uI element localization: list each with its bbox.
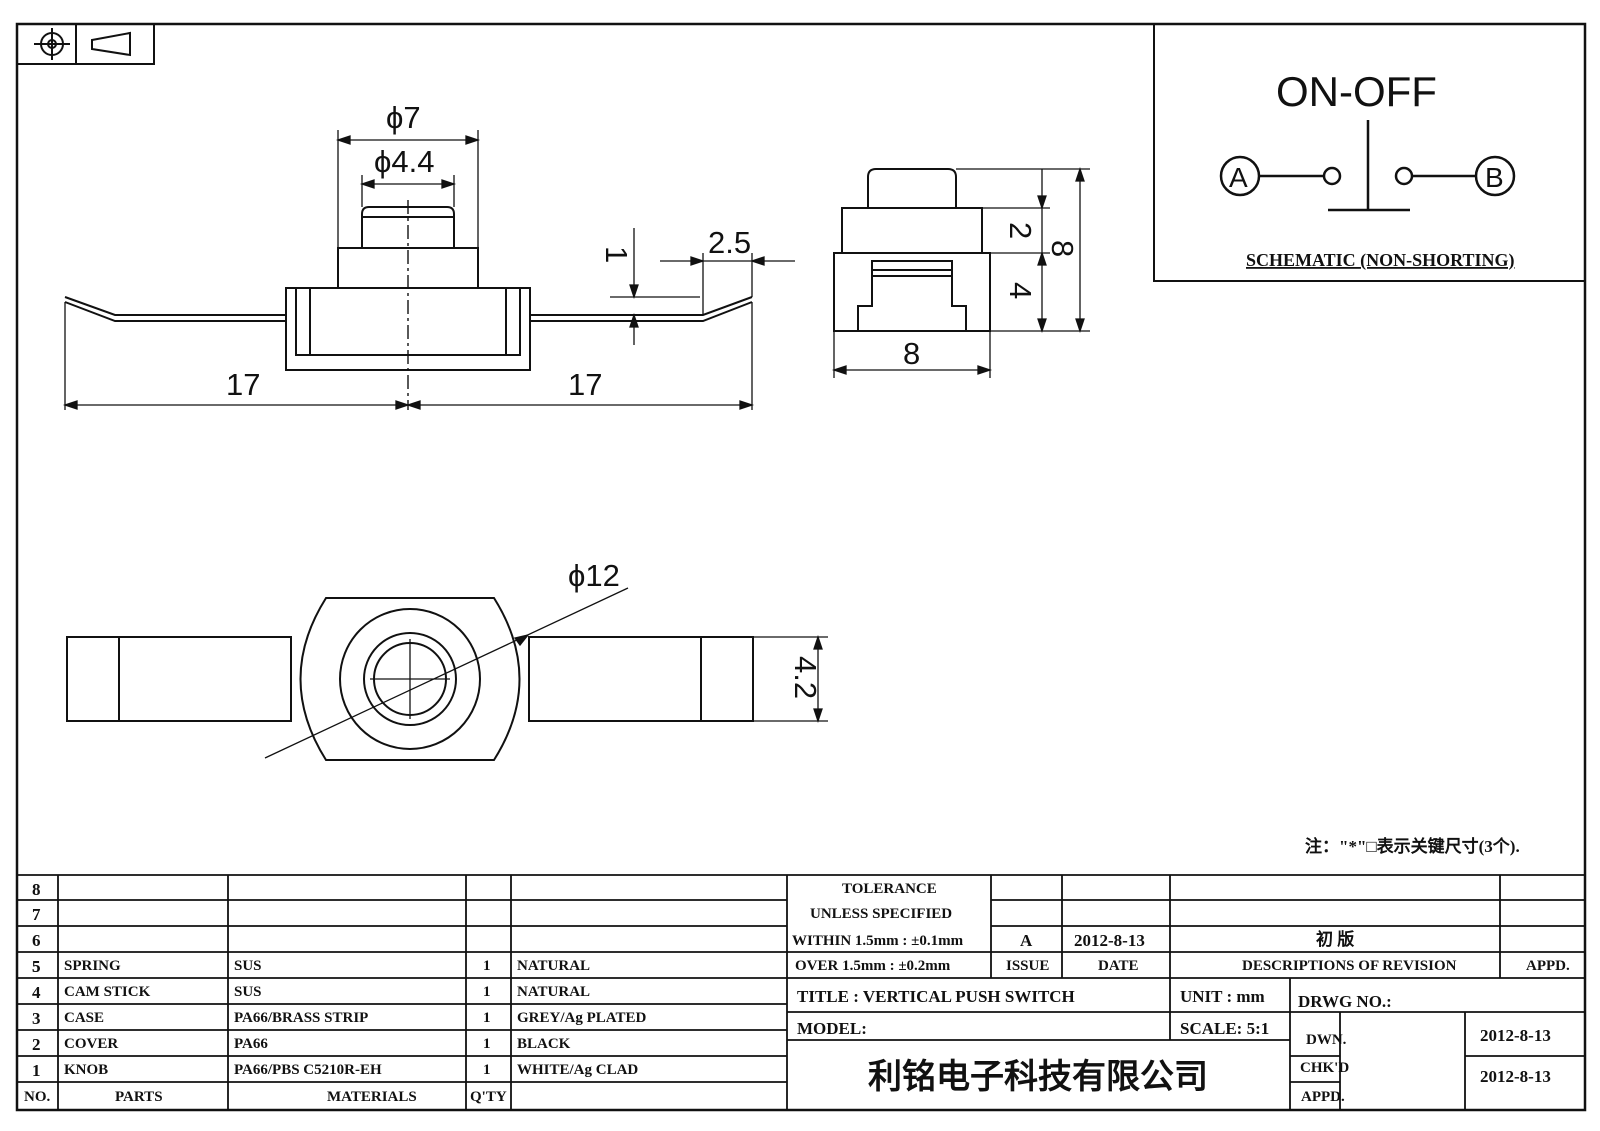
revision-issue: A: [1020, 931, 1033, 950]
bom-material: PA66/PBS C5210R-EH: [234, 1062, 382, 1078]
revision-date: 2012-8-13: [1074, 931, 1145, 950]
side-dimensions: [831, 166, 1090, 378]
bom-material: SUS: [234, 958, 262, 974]
approved-label: APPD.: [1301, 1089, 1345, 1105]
bom-qty: 1: [483, 984, 491, 1000]
side-view: [833, 168, 991, 332]
drawn-date: 2012-8-13: [1480, 1026, 1551, 1045]
checked-label: CHK'D: [1300, 1060, 1349, 1076]
bom-no: 8: [32, 880, 41, 899]
table-row: 1 KNOB PA66/PBS C5210R-EH 1 WHITE/Ag CLA…: [32, 1061, 638, 1080]
header-date: DATE: [1098, 958, 1139, 974]
bom-qty: 1: [483, 1010, 491, 1026]
front-dim-left-span: 17: [226, 367, 260, 402]
bom-no: 6: [32, 931, 41, 950]
drawn-label: DWN.: [1306, 1032, 1347, 1048]
bom-material: SUS: [234, 984, 262, 1000]
unit-label: UNIT : mm: [1180, 987, 1265, 1006]
bom-no: 4: [32, 983, 41, 1002]
side-dim-height: 8: [1045, 240, 1080, 257]
schematic-terminal-a: A: [1229, 162, 1248, 193]
bom-finish: NATURAL: [517, 958, 590, 974]
header-appd: APPD.: [1526, 958, 1570, 974]
bom-table: 8 7 6 5 5 SPRING SUS 1 NATURAL 4 CAM STI…: [24, 880, 646, 1105]
bom-header-row: NO. PARTS MATERIALS Q'TY: [24, 1089, 507, 1105]
bom-part: CAM STICK: [64, 984, 151, 1000]
bom-part: KNOB: [64, 1062, 108, 1078]
front-view: [64, 200, 753, 410]
schematic-terminal-b: B: [1485, 162, 1504, 193]
header-issue: ISSUE: [1006, 958, 1049, 974]
sheet-border: [15, 22, 1587, 1112]
revision-description: 初 版: [1316, 929, 1354, 949]
checked-date: 2012-8-13: [1480, 1067, 1551, 1086]
bom-no: 1: [32, 1061, 41, 1080]
bom-finish: GREY/Ag PLATED: [517, 1010, 646, 1026]
bom-qty: 1: [483, 958, 491, 974]
table-row: 5 SPRING SUS 1 NATURAL: [32, 957, 590, 976]
bom-finish: WHITE/Ag CLAD: [517, 1062, 638, 1078]
title-block-grid: [787, 875, 1585, 1110]
tolerance-line-1: TOLERANCE: [842, 881, 937, 897]
switch-symbol-icon: [1219, 120, 1516, 212]
bom-header-parts: PARTS: [115, 1089, 163, 1105]
top-dimensions: [264, 587, 828, 759]
header-description: DESCRIPTIONS OF REVISION: [1242, 958, 1457, 974]
drawing-number-label: DRWG NO.:: [1298, 992, 1392, 1011]
bom-header-no: NO.: [24, 1089, 51, 1105]
front-dim-inner-dia: ϕ4.4: [374, 144, 434, 179]
bom-no: 5: [32, 957, 41, 976]
table-row: 2 COVER PA66 1 BLACK: [32, 1035, 571, 1054]
bom-material: PA66/BRASS STRIP: [234, 1010, 368, 1026]
bom-qty: 1: [483, 1062, 491, 1078]
bom-no: 2: [32, 1035, 41, 1054]
front-dim-right-span: 17: [568, 367, 602, 402]
bom-material: PA66: [234, 1036, 268, 1052]
projection-symbol-icon: [16, 23, 155, 65]
table-row: 4 CAM STICK SUS 1 NATURAL: [32, 983, 590, 1002]
bom-header-qty: Q'TY: [470, 1089, 507, 1105]
drawing-title: TITLE : VERTICAL PUSH SWITCH: [797, 987, 1075, 1006]
tolerance-line-4: OVER 1.5mm : ±0.2mm: [795, 958, 951, 974]
tolerance-line-3: WITHIN 1.5mm : ±0.1mm: [792, 933, 964, 949]
top-dim-dia: ϕ12: [568, 558, 620, 593]
bom-finish: NATURAL: [517, 984, 590, 1000]
bom-no: 3: [32, 1009, 41, 1028]
side-dim-top: 2: [1003, 222, 1038, 239]
model-label: MODEL:: [797, 1019, 867, 1038]
front-dimensions: [62, 130, 795, 410]
bom-no: 7: [32, 905, 41, 924]
bom-part: SPRING: [64, 958, 121, 974]
tolerance-line-2: UNLESS SPECIFIED: [810, 906, 952, 922]
schematic-frame: [1153, 23, 1586, 282]
bom-table-grid: [17, 874, 1585, 1110]
company-name: 利铭电子科技有限公司: [868, 1057, 1208, 1097]
top-dim-width: 4.2: [788, 656, 823, 699]
scale-label: SCALE: 5:1: [1180, 1019, 1269, 1038]
key-dimension-note: 注："*"□表示关键尺寸(3个).: [1305, 836, 1520, 856]
table-row: 3 CASE PA66/BRASS STRIP 1 GREY/Ag PLATED: [32, 1009, 646, 1028]
side-dim-lower: 4: [1003, 282, 1038, 299]
bom-finish: BLACK: [517, 1036, 571, 1052]
bom-qty: 1: [483, 1036, 491, 1052]
schematic-title: ON-OFF: [1276, 68, 1437, 115]
front-dim-outer-dia: ϕ7: [386, 100, 421, 135]
side-dim-width: 8: [903, 336, 920, 371]
bom-header-materials: MATERIALS: [327, 1089, 417, 1105]
bom-part: COVER: [64, 1036, 118, 1052]
front-dim-gap: 1: [599, 246, 634, 263]
schematic-caption: SCHEMATIC (NON-SHORTING): [1246, 250, 1515, 271]
bom-no: 5: [32, 957, 41, 976]
front-dim-lead-tip: 2.5: [708, 225, 751, 260]
bom-part: CASE: [64, 1010, 104, 1026]
